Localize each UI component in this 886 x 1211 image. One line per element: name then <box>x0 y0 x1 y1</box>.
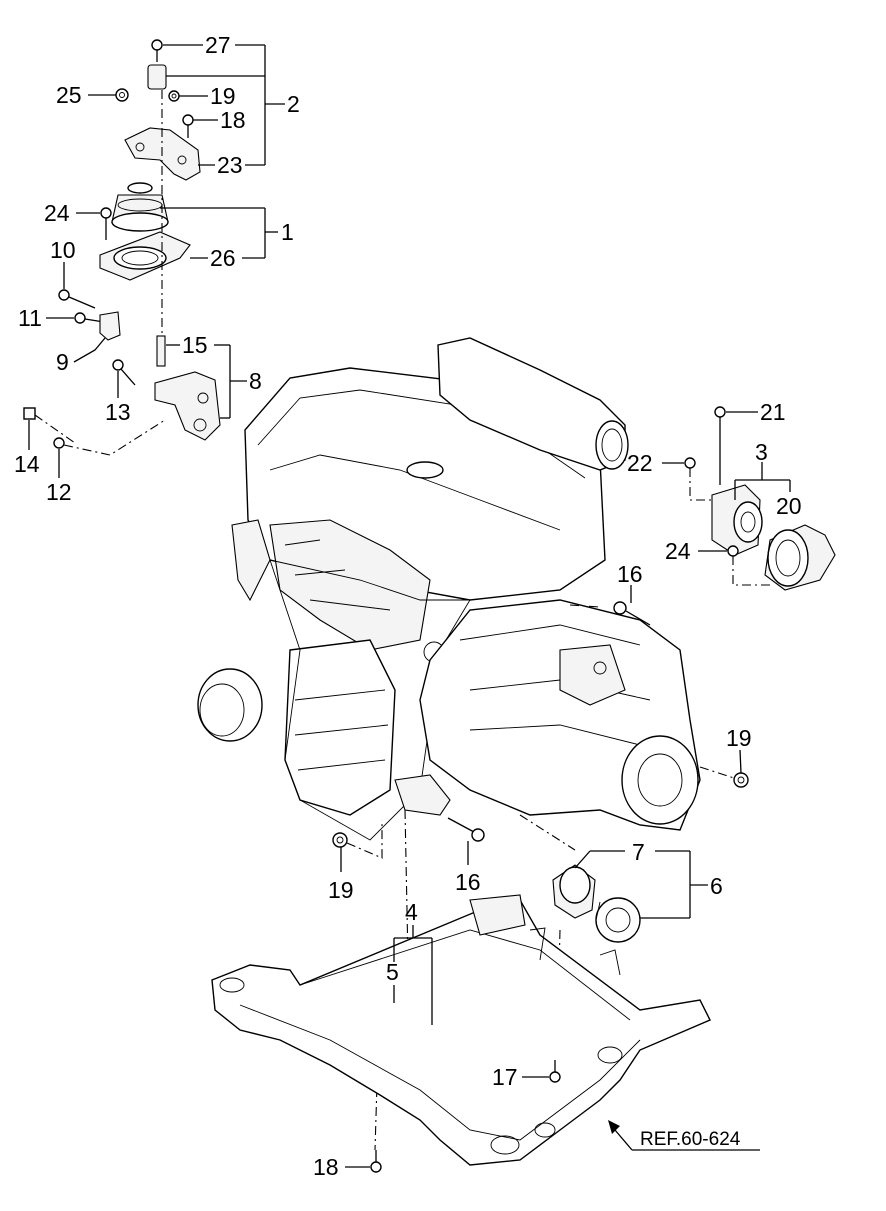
left-bracket-group <box>23 289 221 456</box>
callout-19-right: 19 <box>726 725 752 751</box>
callout-6: 6 <box>710 873 723 899</box>
callout-12: 12 <box>46 479 72 505</box>
callout-15: 15 <box>182 332 208 358</box>
bracket-8 <box>154 371 221 441</box>
engine-mount-bracket-assembly <box>99 39 201 340</box>
callout-14: 14 <box>14 451 40 477</box>
callout-18-lower: 18 <box>313 1154 339 1180</box>
spacer-sleeve <box>147 64 167 90</box>
bolt-21 <box>714 406 726 485</box>
right-mount-group <box>684 406 836 591</box>
leader-lines <box>28 44 791 1168</box>
stud-15 <box>156 335 166 367</box>
engine-block <box>197 337 629 841</box>
bolt-13 <box>112 359 136 386</box>
callout-27: 27 <box>205 32 231 58</box>
bolt-18-lower <box>370 1150 382 1173</box>
callout-21: 21 <box>760 399 786 425</box>
callout-9: 9 <box>56 349 69 375</box>
mount-bracket-right <box>764 524 836 591</box>
callout-20: 20 <box>776 493 802 519</box>
bolt-22 <box>684 457 715 501</box>
catalytic-converter <box>284 639 396 816</box>
callout-26: 26 <box>210 245 236 271</box>
callout-16-lower: 16 <box>455 869 481 895</box>
oil-filter <box>197 668 263 742</box>
callout-19-lower: 19 <box>328 877 354 903</box>
mount-insulator-20 <box>711 484 763 556</box>
front-mount-group <box>552 864 641 1061</box>
callout-2: 2 <box>287 91 300 117</box>
transmission-bracket <box>394 774 451 816</box>
callout-10: 10 <box>50 237 76 263</box>
nut-19-top <box>168 90 180 102</box>
reference-label: REF.60-624 <box>640 1129 741 1150</box>
clamp-9 <box>99 311 121 341</box>
callout-11: 11 <box>18 305 42 331</box>
exhaust-manifold <box>269 519 431 651</box>
bolt-24-top <box>100 207 112 240</box>
callout-17: 17 <box>492 1064 518 1090</box>
callout-25: 25 <box>56 82 82 108</box>
nut-14 <box>23 407 36 420</box>
callout-24-top: 24 <box>44 200 70 226</box>
callout-24-right: 24 <box>665 538 691 564</box>
bolt-12 <box>53 437 65 449</box>
callout-3: 3 <box>755 439 768 465</box>
nut-25 <box>115 88 129 102</box>
transmission-output <box>621 735 699 825</box>
bolt-17 <box>549 1060 561 1083</box>
bolt-10 <box>58 289 96 309</box>
transmission <box>394 599 701 1061</box>
callout-16-upper: 16 <box>617 561 643 587</box>
callout-19-top: 19 <box>210 83 236 109</box>
callout-labels: 27 25 19 2 18 23 24 1 26 10 11 9 15 8 13… <box>14 32 802 1180</box>
callout-23: 23 <box>217 152 243 178</box>
front-subframe <box>211 894 711 1166</box>
nut-19-lower <box>332 820 383 859</box>
callout-22: 22 <box>627 450 653 476</box>
callout-13: 13 <box>105 399 131 425</box>
callout-5: 5 <box>386 959 399 985</box>
oil-filler-cap <box>406 461 444 479</box>
bolt-24-right <box>727 545 770 586</box>
callout-7: 7 <box>632 839 645 865</box>
mount-bracket-7 <box>552 864 596 919</box>
callout-1: 1 <box>281 219 294 245</box>
bolt-16-upper <box>569 601 651 626</box>
callout-4: 4 <box>405 899 418 925</box>
bolt-16-lower <box>447 817 485 842</box>
bolt-27 <box>151 39 163 62</box>
callout-18-top: 18 <box>220 107 246 133</box>
bolt-18-top <box>182 114 194 138</box>
callout-8: 8 <box>249 368 262 394</box>
bushing-6 <box>595 897 641 943</box>
